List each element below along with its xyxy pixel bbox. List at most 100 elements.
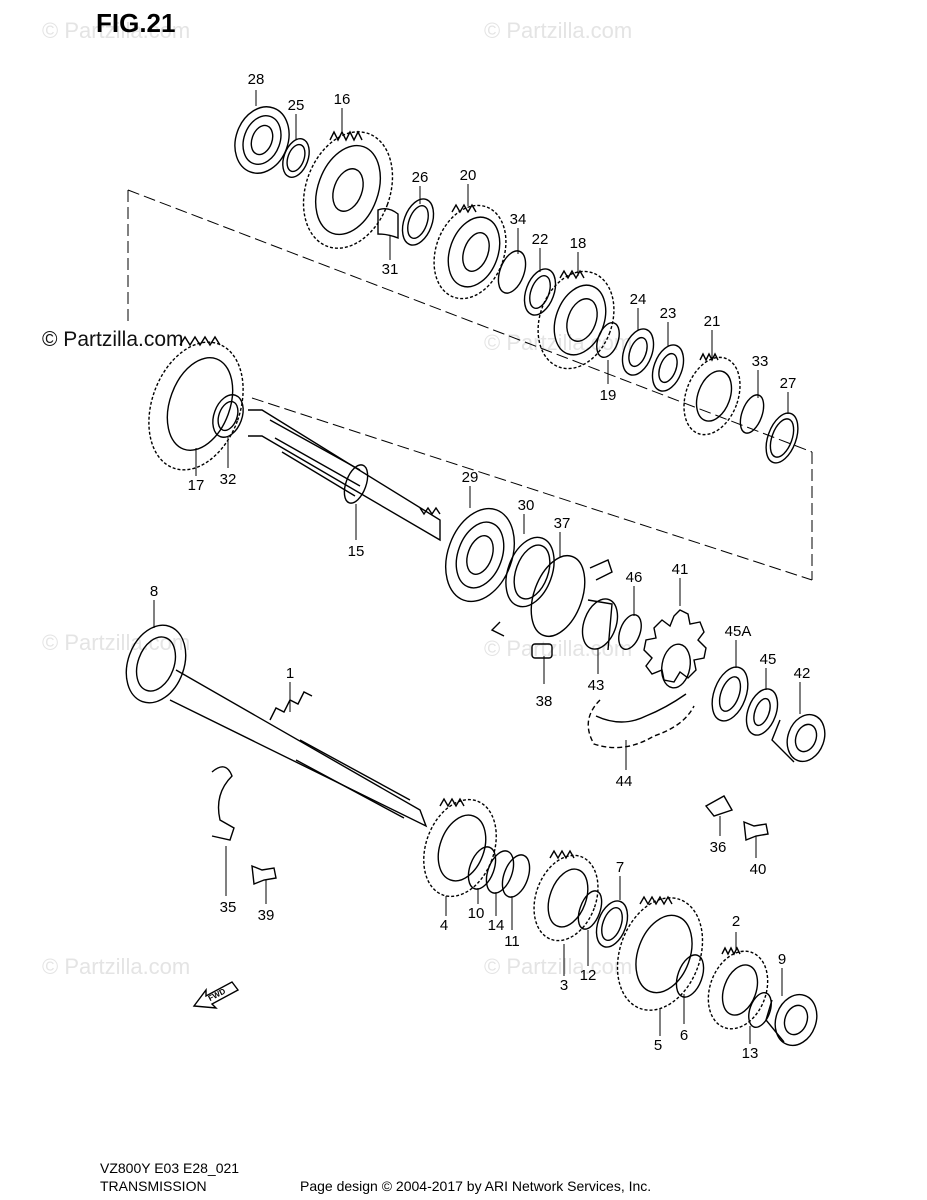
alignment-frame bbox=[127, 189, 813, 581]
drive-chain-44 bbox=[587, 693, 695, 749]
part-number: 12 bbox=[580, 967, 597, 984]
o-ring-46 bbox=[618, 614, 642, 650]
bushing-19 bbox=[596, 322, 620, 358]
gear-4 bbox=[423, 797, 497, 898]
part-number: 17 bbox=[188, 477, 205, 494]
circlip-34 bbox=[497, 250, 527, 294]
washer-23 bbox=[651, 344, 685, 392]
oil-seal-30 bbox=[505, 536, 555, 608]
part-number: 1 bbox=[286, 665, 294, 682]
bracket-35 bbox=[211, 766, 235, 841]
part-number: 36 bbox=[710, 839, 727, 856]
part-number: 20 bbox=[460, 167, 477, 184]
part-number: 23 bbox=[660, 305, 677, 322]
part-number: 6 bbox=[680, 1027, 688, 1044]
part-number: 39 bbox=[258, 907, 275, 924]
screw-40 bbox=[743, 820, 769, 841]
countershaft-15 bbox=[248, 409, 441, 542]
washer-14 bbox=[485, 850, 515, 894]
part-number: 25 bbox=[288, 97, 305, 114]
part-number: 42 bbox=[794, 665, 811, 682]
screw-39 bbox=[251, 864, 277, 885]
bushing-26 bbox=[401, 198, 435, 246]
lock-washer-45 bbox=[745, 688, 779, 736]
washer-7 bbox=[595, 900, 629, 948]
gear-17 bbox=[148, 335, 244, 471]
part-number: 34 bbox=[510, 211, 527, 228]
part-number: 5 bbox=[654, 1037, 662, 1054]
gear-3 bbox=[533, 849, 599, 942]
bracket-36 bbox=[704, 795, 734, 817]
gear-2 bbox=[707, 946, 769, 1030]
circlip-33 bbox=[739, 394, 765, 434]
bearing-8 bbox=[125, 624, 187, 704]
lock-washer-24 bbox=[621, 328, 655, 376]
part-number-labels: 28 25 16 26 20 31 34 22 18 24 23 21 19 3… bbox=[150, 71, 811, 1062]
part-number: 38 bbox=[536, 693, 553, 710]
part-number: 3 bbox=[560, 977, 568, 994]
bolt-38 bbox=[531, 643, 553, 659]
gear-16 bbox=[302, 130, 394, 249]
watermark-main: © Partzilla.com bbox=[42, 328, 184, 351]
washer-45A bbox=[711, 666, 749, 722]
watermark: © Partzilla.com bbox=[42, 630, 191, 655]
part-number: 19 bbox=[600, 387, 617, 404]
washer-13 bbox=[748, 992, 772, 1028]
part-number: 46 bbox=[626, 569, 643, 586]
gear-5 bbox=[616, 895, 704, 1011]
bushing-32 bbox=[212, 394, 244, 438]
part-number: 7 bbox=[616, 859, 624, 876]
forward-arrow-icon: FWD bbox=[192, 978, 240, 1017]
section-name: TRANSMISSION bbox=[100, 1178, 207, 1194]
part-number: 27 bbox=[780, 375, 797, 392]
bearing-29 bbox=[445, 507, 515, 603]
leader-lines bbox=[153, 90, 801, 1044]
watermark: © Partzilla.com bbox=[42, 954, 191, 979]
part-number: 30 bbox=[518, 497, 535, 514]
part-number: 37 bbox=[554, 515, 571, 532]
part-number: 26 bbox=[412, 169, 429, 186]
model-code: VZ800Y E03 E28_021 bbox=[100, 1160, 240, 1176]
part-number: 45 bbox=[760, 651, 777, 668]
part-number: 44 bbox=[616, 773, 633, 790]
watermark: © Partzilla.com bbox=[484, 18, 633, 43]
part-number: 32 bbox=[220, 471, 237, 488]
part-number: 8 bbox=[150, 583, 158, 600]
part-number: 10 bbox=[468, 905, 485, 922]
part-number: 21 bbox=[704, 313, 721, 330]
part-number: 24 bbox=[630, 291, 647, 308]
part-number: 4 bbox=[440, 917, 448, 934]
part-number: 31 bbox=[382, 261, 399, 278]
part-number: 18 bbox=[570, 235, 587, 252]
retainer-37 bbox=[490, 554, 613, 638]
part-number: 16 bbox=[334, 91, 351, 108]
watermark: © Partzilla.com bbox=[484, 954, 633, 979]
watermark: © Partzilla.com bbox=[484, 330, 633, 355]
part-number: 2 bbox=[732, 913, 740, 930]
circlip-12 bbox=[577, 890, 603, 930]
part-number: 35 bbox=[220, 899, 237, 916]
spacer-43 bbox=[581, 598, 619, 651]
part-number: 29 bbox=[462, 469, 479, 486]
part-number: 41 bbox=[672, 561, 689, 578]
bushing-10 bbox=[467, 846, 497, 890]
washer-25 bbox=[282, 138, 310, 178]
driveshaft-1 bbox=[169, 669, 428, 828]
washer-22 bbox=[523, 268, 557, 316]
circlip-11 bbox=[501, 854, 531, 898]
part-number: 14 bbox=[488, 917, 505, 934]
collar-31 bbox=[377, 207, 399, 240]
bearing-9 bbox=[765, 993, 818, 1047]
bushing-6 bbox=[675, 954, 705, 998]
part-number: 11 bbox=[504, 933, 520, 950]
sprocket-41 bbox=[643, 609, 707, 689]
watermark: © Partzilla.com bbox=[42, 18, 191, 43]
part-number: 33 bbox=[752, 353, 769, 370]
gear-18 bbox=[537, 269, 615, 370]
part-number: 22 bbox=[532, 231, 549, 248]
part-number: 28 bbox=[248, 71, 265, 88]
part-number: 9 bbox=[778, 951, 786, 968]
washer-27 bbox=[765, 412, 799, 464]
part-number: 45A bbox=[725, 623, 752, 640]
